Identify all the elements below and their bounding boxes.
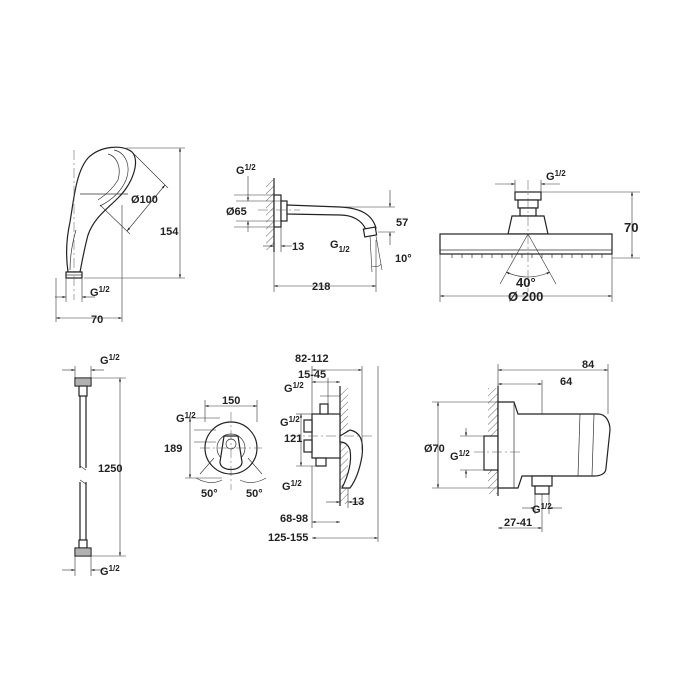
svg-text:G1/2: G1/2 xyxy=(280,415,300,429)
hand-shower-outline xyxy=(66,146,137,273)
outlet-dia: Ø70 xyxy=(424,443,445,455)
mixer-side-view: 82-112 15-45 G1/2 121 G1/2 G1/2 13 68-98… xyxy=(268,353,379,544)
outlet-thread-left-frac: 1/2 xyxy=(459,449,471,458)
mixer-side-thread-bottom-frac: 1/2 xyxy=(291,479,303,488)
hand-shower-dia: Ø100 xyxy=(131,194,158,206)
mixer-side-d6: 125-155 xyxy=(268,532,308,544)
mixer-front-view: 150 189 G1/2 50° 50° xyxy=(164,395,267,500)
mixer-side-thread-top: G xyxy=(284,383,293,395)
mixer-height: 189 xyxy=(164,443,182,455)
hose-length: 1250 xyxy=(98,463,122,475)
arm-depth: 13 xyxy=(292,241,304,253)
hand-shower-view: Ø100 154 G1/2 70 xyxy=(55,146,185,326)
svg-text:G1/2: G1/2 xyxy=(282,479,302,493)
mixer-angle-right: 50° xyxy=(246,488,263,500)
svg-text:G1/2: G1/2 xyxy=(100,564,120,578)
svg-text:G1/2: G1/2 xyxy=(532,502,552,516)
mixer-side-d5: 68-98 xyxy=(280,513,308,525)
mixer-side-thread-mid-frac: 1/2 xyxy=(289,415,301,424)
arm-thread-tip-frac: 1/2 xyxy=(339,245,351,254)
head-thread: G xyxy=(546,171,555,183)
hose-view: G1/2 1250 G1/2 xyxy=(62,353,126,578)
arm-angle: 10° xyxy=(395,253,412,265)
arm-dia: Ø65 xyxy=(226,206,247,218)
head-angle: 40° xyxy=(516,275,536,290)
mixer-angle-left: 50° xyxy=(201,488,218,500)
head-shower-view: G1/2 70 40° Ø 200 xyxy=(439,169,640,304)
hose-thread-top: G xyxy=(100,355,109,367)
outlet-w3: 27-41 xyxy=(504,517,532,529)
mixer-side-d1: 82-112 xyxy=(295,353,329,365)
outlet-w1: 84 xyxy=(582,359,595,371)
arm-thread-top-frac: 1/2 xyxy=(245,163,257,172)
mixer-side-thread-top-frac: 1/2 xyxy=(293,381,305,390)
svg-text:G1/2: G1/2 xyxy=(330,239,350,254)
mixer-side-thread-bottom: G xyxy=(282,481,291,493)
arm-thread-top: G xyxy=(236,165,245,177)
hand-shower-thread: G xyxy=(90,287,99,299)
hose-thread-bottom: G xyxy=(100,566,109,578)
svg-text:G1/2: G1/2 xyxy=(100,353,120,367)
outlet-w2: 64 xyxy=(560,376,573,388)
arm-length: 218 xyxy=(312,281,330,293)
hand-shower-height: 154 xyxy=(160,226,179,238)
head-height: 70 xyxy=(624,220,638,235)
mixer-width: 150 xyxy=(222,395,240,407)
shower-arm-view: G1/2 Ø65 13 57 G1/2 10° 218 xyxy=(226,163,412,293)
hand-shower-width: 70 xyxy=(91,314,103,326)
svg-text:G1/2: G1/2 xyxy=(546,169,566,183)
mixer-side-thread-mid: G xyxy=(280,417,289,429)
mixer-side-d2: 15-45 xyxy=(298,369,326,381)
hose-thread-top-frac: 1/2 xyxy=(109,353,121,362)
wall-outlet-body xyxy=(497,401,611,489)
svg-text:G1/2: G1/2 xyxy=(90,285,110,299)
mixer-front-thread: G xyxy=(176,413,185,425)
mixer-side-d3: 121 xyxy=(284,433,302,445)
svg-text:G1/2: G1/2 xyxy=(284,381,304,395)
outlet-thread-left: G xyxy=(450,451,459,463)
hose-thread-bottom-frac: 1/2 xyxy=(109,564,121,573)
outlet-thread-bottom: G xyxy=(532,504,541,516)
svg-text:G1/2: G1/2 xyxy=(450,449,470,463)
outlet-thread-bottom-frac: 1/2 xyxy=(541,502,553,511)
mixer-front-thread-frac: 1/2 xyxy=(185,411,197,420)
svg-text:G1/2: G1/2 xyxy=(176,411,196,425)
hand-shower-thread-frac: 1/2 xyxy=(99,285,111,294)
svg-text:G1/2: G1/2 xyxy=(236,163,256,177)
wall-outlet-view: 84 64 Ø70 G1/2 G1/2 27-41 xyxy=(424,359,611,532)
head-dia: Ø 200 xyxy=(508,289,543,304)
arm-rise: 57 xyxy=(396,217,408,229)
arm-thread-tip: G xyxy=(330,239,339,251)
head-thread-frac: 1/2 xyxy=(555,169,567,178)
mixer-side-d4: 13 xyxy=(352,496,364,508)
